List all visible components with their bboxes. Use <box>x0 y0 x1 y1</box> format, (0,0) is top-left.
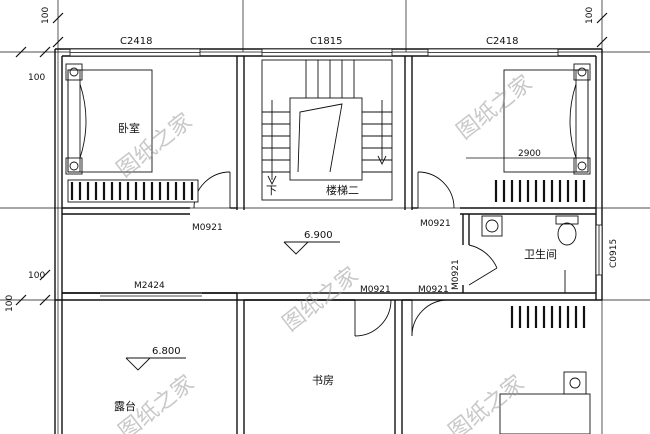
dimension-100-left-a: 100 <box>28 73 45 83</box>
room-label-stair: 楼梯二 <box>326 183 359 197</box>
door-label-terrace: M2424 <box>134 281 165 291</box>
window-label-left: C2418 <box>120 36 152 47</box>
room-label-bathroom: 卫生间 <box>524 247 557 261</box>
door-label-study-left: M0921 <box>360 285 391 295</box>
dimension-100-left-c: 100 <box>5 295 15 312</box>
dimension-100-top-left: 100 <box>41 7 51 24</box>
room-label-bedroom: 卧室 <box>118 121 140 135</box>
bed-bottom-right <box>499 306 591 434</box>
door-label-bedroom-left: M0921 <box>192 223 223 233</box>
door-label-bedroom-right: M0921 <box>420 219 451 229</box>
dimension-100-top-right: 100 <box>585 7 595 24</box>
stair-down-label: 下 <box>266 184 277 197</box>
stair <box>261 59 393 201</box>
watermark-1: 图纸之家 <box>112 109 197 183</box>
dimension-ticks <box>15 12 608 306</box>
elevation-corridor: 6.900 <box>304 230 333 241</box>
bed-right <box>466 63 591 202</box>
dimension-100-left-b: 100 <box>28 271 45 281</box>
elevation-symbols <box>125 241 340 371</box>
door-swings <box>193 171 498 337</box>
dimension-2900: 2900 <box>518 149 541 159</box>
interior-walls <box>62 56 596 434</box>
door-label-study-right: M0921 <box>418 285 449 295</box>
bed-left <box>65 63 199 203</box>
room-label-study: 书房 <box>312 374 334 387</box>
watermark-2: 图纸之家 <box>452 71 537 145</box>
window-label-middle: C1815 <box>310 36 342 47</box>
watermark-5: 图纸之家 <box>444 371 529 434</box>
room-label-terrace: 露台 <box>114 399 136 413</box>
top-windows <box>69 48 603 276</box>
window-label-side: C0915 <box>609 239 619 268</box>
door-label-bath-side: M0921 <box>451 259 461 290</box>
elevation-terrace: 6.800 <box>152 346 181 357</box>
window-label-right: C2418 <box>486 36 518 47</box>
bathroom-fixtures <box>481 215 579 293</box>
